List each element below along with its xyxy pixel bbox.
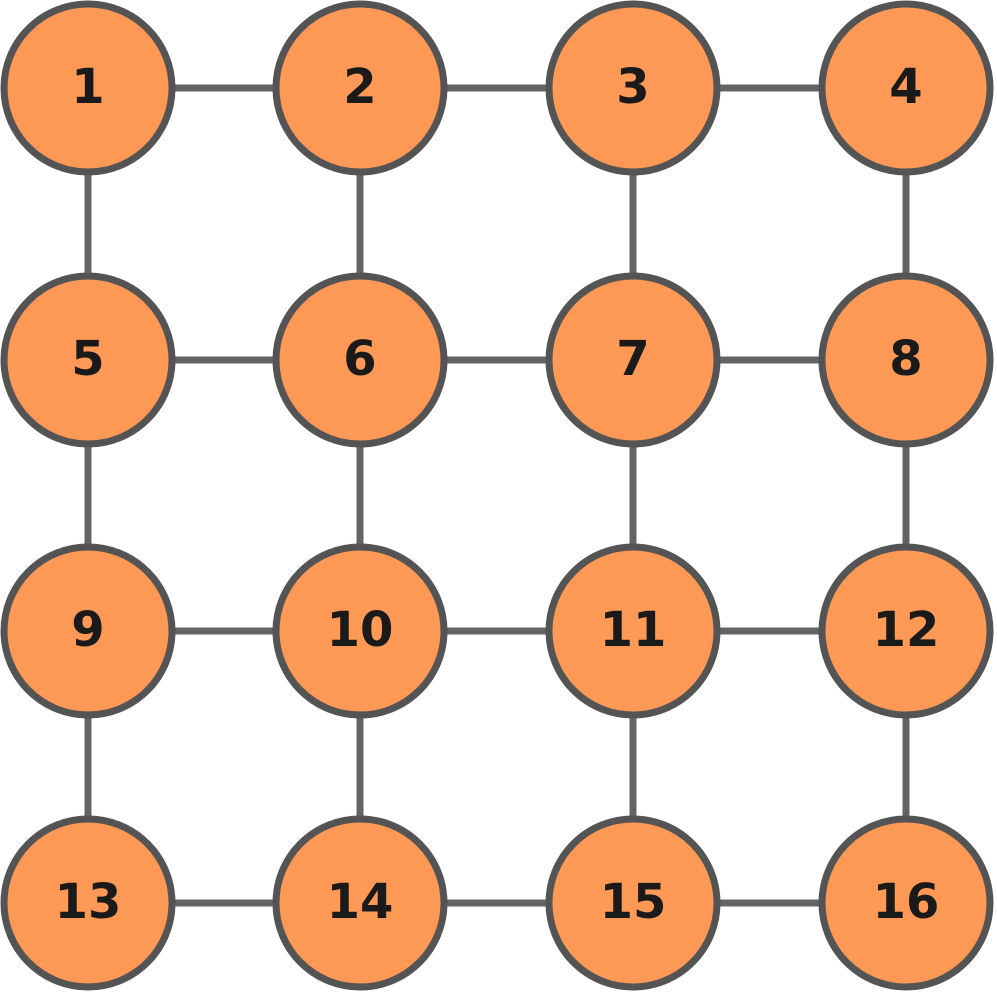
- node-label: 15: [600, 874, 667, 930]
- node-1: 1: [0, 0, 176, 176]
- node-10: 10: [272, 543, 448, 719]
- node-label: 8: [889, 331, 922, 387]
- node-circle: [0, 543, 176, 719]
- node-12: 12: [818, 543, 994, 719]
- node-circle: [0, 0, 176, 176]
- node-4: 4: [818, 0, 994, 176]
- node-16: 16: [818, 815, 994, 991]
- node-15: 15: [545, 815, 721, 991]
- node-8: 8: [818, 272, 994, 448]
- node-3: 3: [545, 0, 721, 176]
- node-circle: [545, 0, 721, 176]
- node-label: 11: [600, 602, 667, 658]
- node-circle: [545, 815, 721, 991]
- node-circle: [272, 815, 448, 991]
- node-circle: [818, 272, 994, 448]
- node-label: 9: [71, 602, 104, 658]
- node-label: 16: [873, 874, 940, 930]
- node-circle: [272, 272, 448, 448]
- node-circle: [0, 272, 176, 448]
- node-2: 2: [272, 0, 448, 176]
- node-circle: [272, 0, 448, 176]
- node-circle: [818, 0, 994, 176]
- node-label: 5: [71, 331, 104, 387]
- node-9: 9: [0, 543, 176, 719]
- node-circle: [545, 272, 721, 448]
- node-circle: [818, 815, 994, 991]
- node-circle: [545, 543, 721, 719]
- node-circle: [818, 543, 994, 719]
- node-5: 5: [0, 272, 176, 448]
- node-label: 7: [616, 331, 649, 387]
- node-circle: [0, 815, 176, 991]
- node-14: 14: [272, 815, 448, 991]
- node-label: 6: [343, 331, 376, 387]
- node-label: 12: [873, 602, 940, 658]
- node-label: 4: [889, 59, 922, 115]
- node-label: 13: [55, 874, 122, 930]
- node-7: 7: [545, 272, 721, 448]
- node-circle: [272, 543, 448, 719]
- node-13: 13: [0, 815, 176, 991]
- node-label: 2: [343, 59, 376, 115]
- node-6: 6: [272, 272, 448, 448]
- node-label: 3: [616, 59, 649, 115]
- node-11: 11: [545, 543, 721, 719]
- node-label: 14: [327, 874, 394, 930]
- node-label: 1: [71, 59, 104, 115]
- node-label: 10: [327, 602, 394, 658]
